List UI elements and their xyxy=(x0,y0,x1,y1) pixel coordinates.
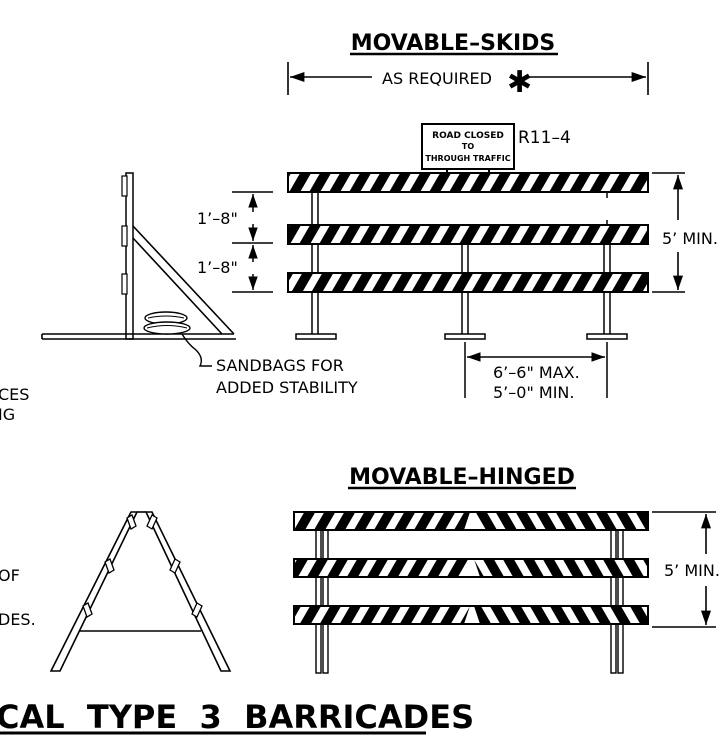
skid-foot-right xyxy=(586,333,628,340)
hinged-post-left-a xyxy=(315,529,322,674)
left-fragment-1: CES xyxy=(0,385,29,404)
left-fragment-3: OF xyxy=(0,566,20,585)
skids-title: MOVABLE–SKIDS xyxy=(351,31,556,56)
skid-foot-left xyxy=(295,333,337,340)
left-fragment-4: DES. xyxy=(0,610,36,629)
sandbag-label-line1: SANDBAGS FOR xyxy=(216,356,344,375)
skid-rail-middle xyxy=(287,224,649,245)
side-rail-1 xyxy=(121,175,128,197)
hinged-post-right-b xyxy=(617,529,624,674)
hinged-post-right-a xyxy=(610,529,617,674)
hinged-rail-bottom xyxy=(293,605,649,625)
hinged-title: MOVABLE–HINGED xyxy=(349,465,575,490)
sign-code: R11–4 xyxy=(518,128,571,148)
side-rail-3 xyxy=(121,273,128,295)
post-spacing-min: 5’–0" MIN. xyxy=(493,383,574,402)
footer-title: CAL TYPE 3 BARRICADES xyxy=(0,698,474,736)
hinged-height-label: 5’ MIN. xyxy=(664,561,720,580)
skid-post-left xyxy=(311,191,319,339)
as-required-label: AS REQUIRED xyxy=(382,69,492,88)
skid-rail-bottom xyxy=(287,272,649,293)
left-fragment-2: IG xyxy=(0,405,15,424)
spacing-label-1: 1’–8" xyxy=(197,209,238,228)
skid-rail-top xyxy=(287,172,649,193)
side-rail-2 xyxy=(121,225,128,247)
spacing-label-2: 1’–8" xyxy=(197,258,238,277)
road-closed-sign xyxy=(421,123,515,170)
hinged-section: MOVABLE–HINGED xyxy=(49,465,720,674)
hinged-rail-top xyxy=(293,511,649,531)
side-brace-outer xyxy=(132,225,235,335)
hinged-rail-middle xyxy=(293,558,649,578)
skids-section: MOVABLE–SKIDS AS REQUIRED ✱ ROAD CLOSED … xyxy=(41,31,718,402)
sandbags-icon xyxy=(143,311,191,335)
post-spacing-max: 6’–6" MAX. xyxy=(493,363,580,382)
side-brace-inner xyxy=(132,237,223,335)
sign-line2: TO xyxy=(462,142,474,151)
side-post xyxy=(125,172,134,340)
height-label: 5’ MIN. xyxy=(662,229,718,248)
sign-line1: ROAD CLOSED xyxy=(432,131,504,141)
skid-foot-middle xyxy=(444,333,486,340)
sandbag-label-line2: ADDED STABILITY xyxy=(216,378,358,397)
a-frame-side-view xyxy=(49,511,232,672)
sign-line3: THROUGH TRAFFIC xyxy=(425,154,510,163)
asterisk-icon: ✱ xyxy=(507,65,532,100)
sandbag-leader xyxy=(181,333,212,367)
hinged-post-left-b xyxy=(322,529,329,674)
